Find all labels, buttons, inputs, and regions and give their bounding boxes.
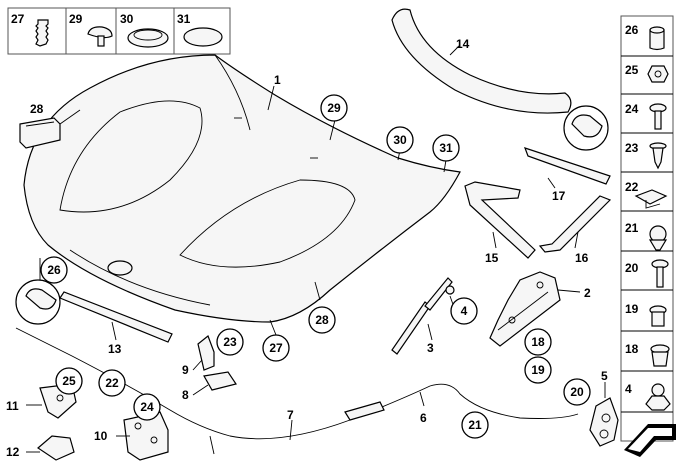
- expanding-rivet-icon: [649, 142, 667, 170]
- callout-31-circle[interactable]: [432, 134, 460, 162]
- round-cap-icon: [127, 28, 169, 48]
- mushroom-clip-icon: [87, 26, 113, 47]
- callout-30-circle[interactable]: [386, 126, 414, 154]
- seal-tube-17[interactable]: [523, 147, 611, 185]
- collar-screw-icon: [649, 305, 667, 327]
- seal-16[interactable]: [538, 195, 612, 253]
- callout-28-label: 28: [315, 313, 329, 327]
- seal-strip-14[interactable]: [391, 8, 572, 114]
- label-16[interactable]: 16: [575, 251, 589, 265]
- label-8[interactable]: 8: [182, 388, 189, 402]
- pad-28[interactable]: [19, 117, 61, 149]
- legend-number-19: 19: [625, 302, 639, 316]
- hex-bolt-icon: [651, 259, 669, 288]
- legend-number-29: 29: [69, 12, 83, 26]
- callout-28-circle[interactable]: [308, 306, 336, 334]
- legend-number-23: 23: [625, 141, 639, 155]
- callout-21-circle[interactable]: [461, 411, 489, 439]
- circled-callouts: 29 30 31 26 28 27 4 18 19 23 22 25 24 21…: [40, 94, 591, 439]
- legend-number-26: 26: [625, 23, 639, 37]
- label-1[interactable]: 1: [274, 73, 281, 87]
- legend-number-31: 31: [177, 12, 191, 26]
- legend-number-4: 4: [625, 382, 632, 396]
- callout-21-label: 21: [468, 418, 482, 432]
- callout-4-label: 4: [461, 304, 468, 318]
- callout-26-circle[interactable]: [40, 256, 68, 284]
- label-3[interactable]: 3: [427, 341, 434, 355]
- legend-number-24: 24: [625, 102, 639, 116]
- callout-24-circle[interactable]: [133, 393, 161, 421]
- collar-nut-icon: [650, 344, 670, 367]
- seal-15[interactable]: [464, 181, 536, 259]
- legend-number-18: 18: [625, 342, 639, 356]
- callout-24-label: 24: [140, 400, 154, 414]
- callout-4-circle[interactable]: [450, 297, 478, 325]
- legend-number-30: 30: [120, 12, 134, 26]
- legend-number-22: 22: [625, 180, 639, 194]
- latch-assembly-10[interactable]: [123, 411, 169, 461]
- cap-icon: [649, 26, 665, 51]
- label-11[interactable]: 11: [6, 399, 19, 413]
- seal-tube-13[interactable]: [59, 291, 173, 343]
- arrow-icon: [624, 424, 676, 457]
- callout-29-circle[interactable]: [320, 94, 348, 122]
- spring-clip-icon: [634, 189, 668, 209]
- detail-circle-right: [563, 105, 609, 151]
- label-28-top[interactable]: 28: [30, 102, 44, 116]
- label-7[interactable]: 7: [287, 408, 294, 422]
- callout-25-label: 25: [62, 374, 76, 388]
- callout-27-circle[interactable]: [262, 334, 290, 362]
- callout-30-label: 30: [393, 133, 407, 147]
- label-2[interactable]: 2: [584, 286, 591, 300]
- side-legend: 26 25 24 23 22 21 20 19 18 4: [620, 15, 676, 457]
- callout-26-label: 26: [47, 263, 61, 277]
- cable-holder-icon: [648, 225, 668, 251]
- grommet-plug-icon: [35, 19, 49, 47]
- label-6[interactable]: 6: [420, 411, 427, 425]
- hinge-2[interactable]: [489, 271, 561, 347]
- plain-labels: 1 2 3 5 6 7 8 9 10 11 12 13 14 15 16 17 …: [6, 37, 608, 459]
- callout-23-circle[interactable]: [216, 328, 244, 356]
- label-10[interactable]: 10: [94, 429, 108, 443]
- callout-18-label: 18: [531, 335, 545, 349]
- callout-29-label: 29: [327, 101, 341, 115]
- top-legend: 27 29 30 31: [7, 7, 231, 55]
- label-13[interactable]: 13: [108, 342, 122, 356]
- gas-strut-3[interactable]: [391, 277, 455, 355]
- legend-number-20: 20: [625, 261, 639, 275]
- striker-8[interactable]: [203, 371, 237, 391]
- hood-latch-9[interactable]: [197, 335, 215, 371]
- nut-icon: [647, 65, 669, 83]
- screw-icon: [649, 103, 667, 130]
- callout-31-label: 31: [439, 141, 453, 155]
- label-9[interactable]: 9: [182, 363, 189, 377]
- detail-circle-left: [15, 279, 61, 325]
- callout-25-circle[interactable]: [55, 367, 83, 395]
- hood-panel[interactable]: [23, 54, 461, 323]
- label-17[interactable]: 17: [552, 189, 566, 203]
- callout-27-label: 27: [269, 341, 283, 355]
- label-14[interactable]: 14: [456, 37, 470, 51]
- legend-number-21: 21: [625, 221, 639, 235]
- callout-18-circle[interactable]: [524, 328, 552, 356]
- callout-19-circle[interactable]: [524, 356, 552, 384]
- leader-lines: [26, 44, 606, 453]
- label-15[interactable]: 15: [485, 251, 499, 265]
- legend-number-25: 25: [625, 63, 639, 77]
- safety-catch-12[interactable]: [37, 435, 75, 461]
- callout-20-label: 20: [570, 385, 584, 399]
- latch-5[interactable]: [589, 397, 619, 447]
- callout-19-label: 19: [531, 363, 545, 377]
- label-12[interactable]: 12: [6, 445, 20, 459]
- label-5[interactable]: 5: [601, 369, 608, 383]
- callout-22-label: 22: [105, 376, 119, 390]
- ball-stud-icon: [645, 383, 671, 411]
- callout-22-circle[interactable]: [98, 369, 126, 397]
- flat-disc-icon: [183, 27, 223, 47]
- callout-23-label: 23: [223, 335, 237, 349]
- legend-number-27: 27: [11, 12, 25, 26]
- callout-20-circle[interactable]: [563, 378, 591, 406]
